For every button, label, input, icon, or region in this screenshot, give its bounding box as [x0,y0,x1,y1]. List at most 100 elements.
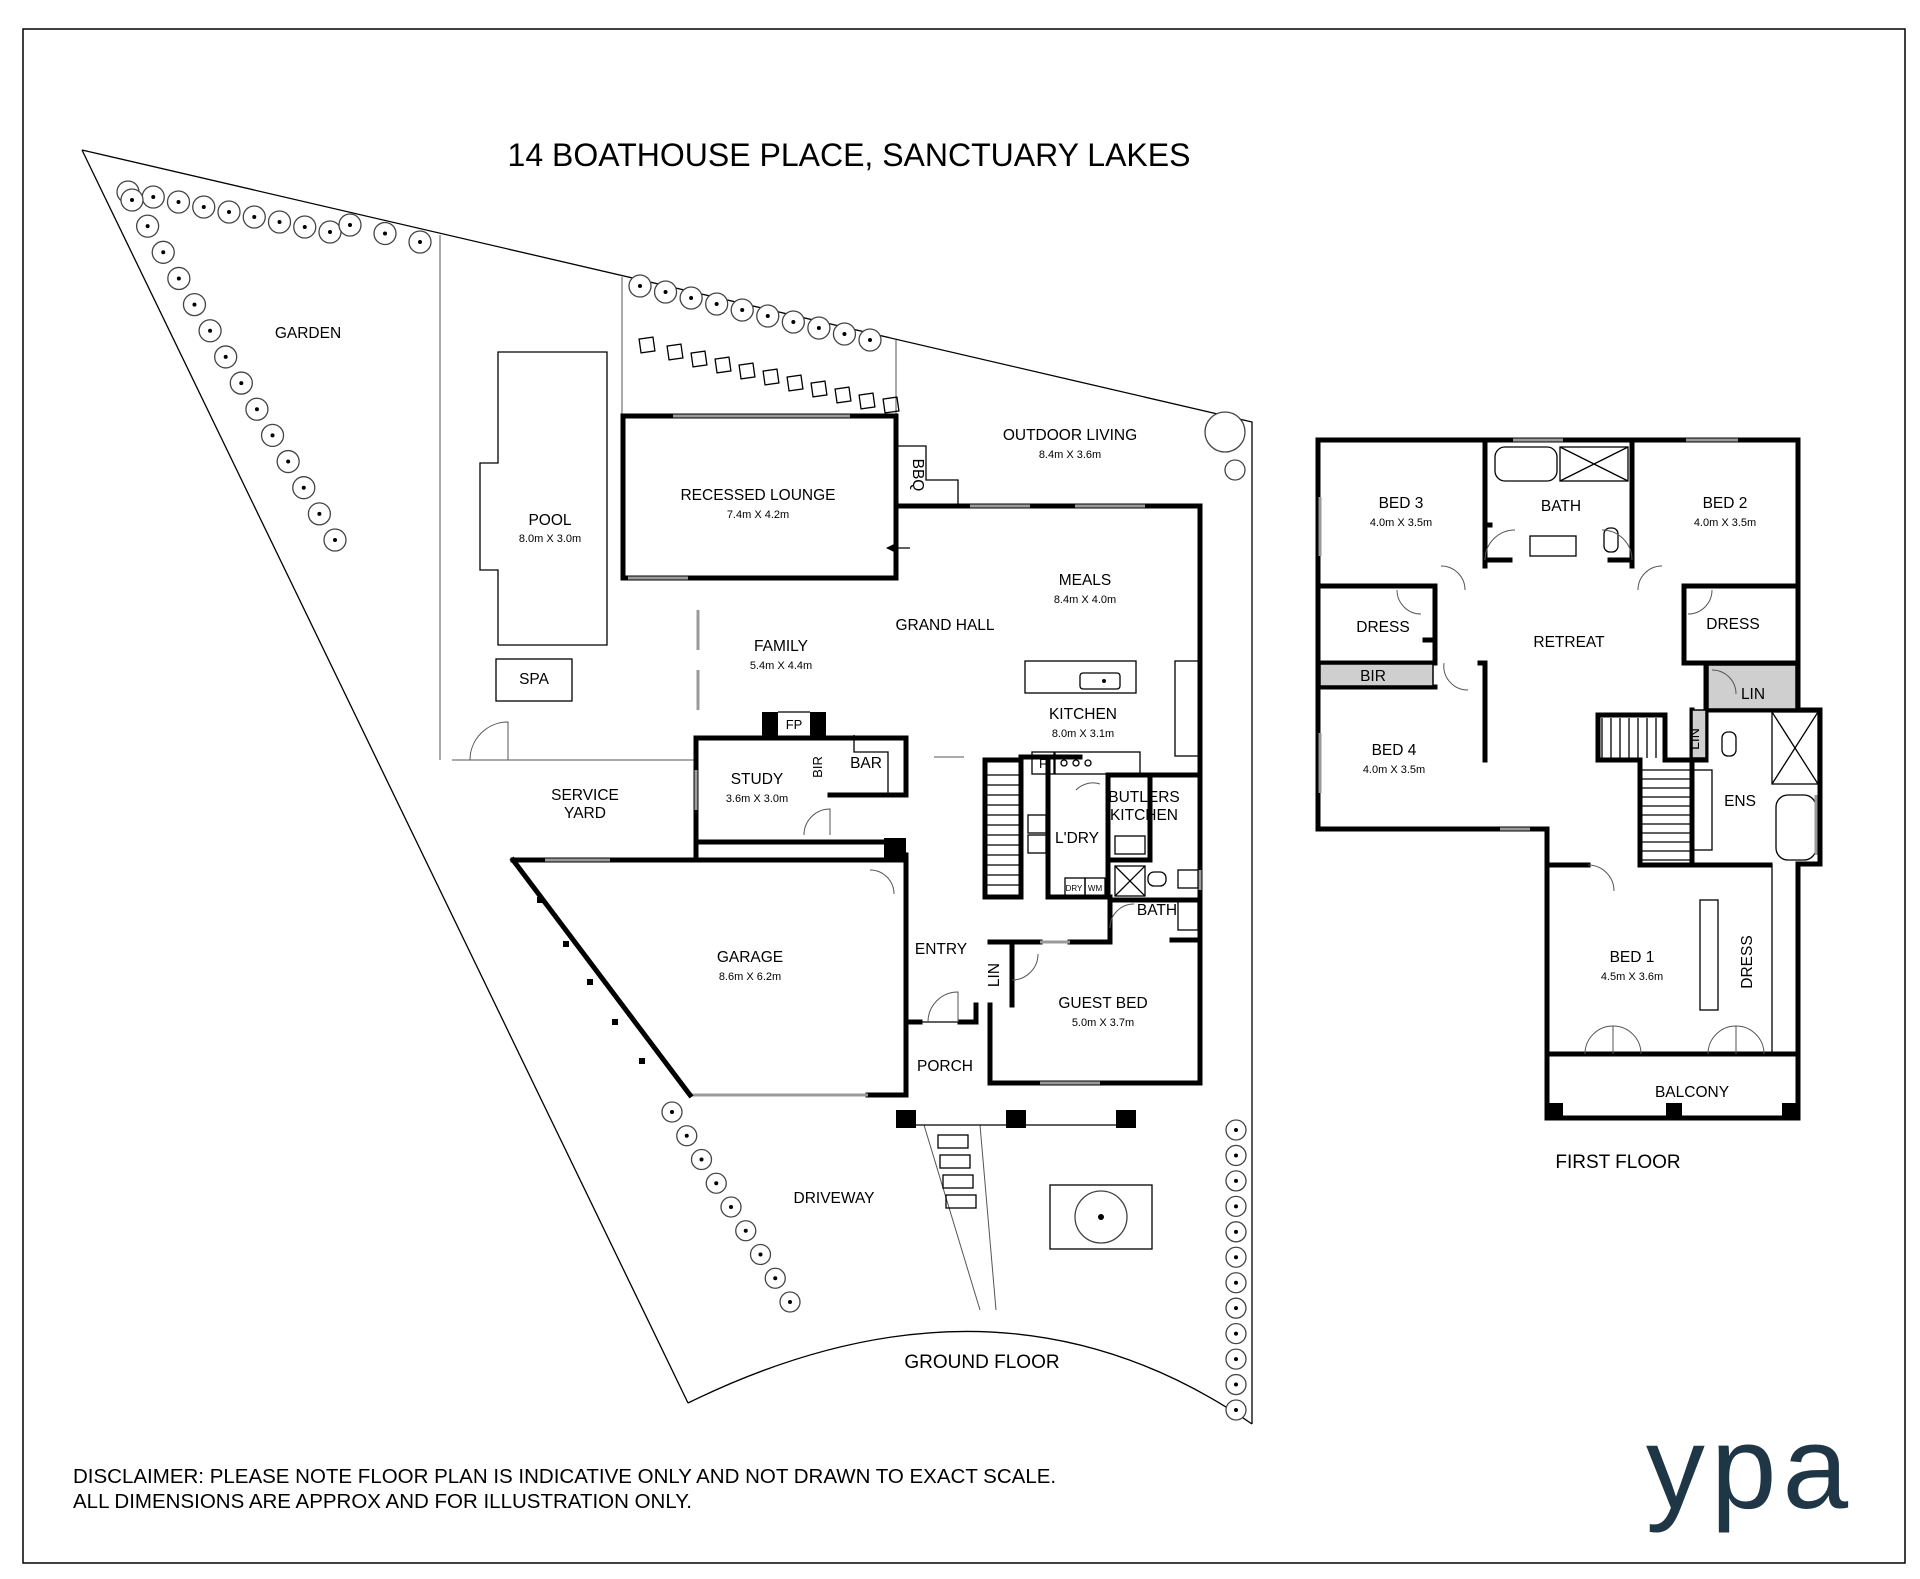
ypa-logo: ypa [1646,1402,1854,1534]
shrub [229,371,253,395]
shrub [628,274,652,298]
shrub [151,240,175,264]
entry-lin-label: LIN [986,963,1003,987]
stepping-stones [638,336,900,414]
shrub [135,214,160,238]
plan-title: 14 BOATHOUSE PLACE, SANCTUARY LAKES [508,137,1191,173]
paver [810,380,828,398]
pool: POOL 8.0m X 3.0m [479,351,608,646]
shrub [408,230,432,254]
shrub [735,1220,757,1242]
bed2-dim: 4.0m X 3.5m [1694,517,1756,529]
first-doors [1396,529,1773,1055]
service-label: SERVICE [551,787,619,804]
shrub [1225,1170,1247,1192]
washer-label: WM [1088,884,1103,893]
shrub [679,286,703,310]
shrub [245,397,269,421]
shrub [338,213,362,237]
shrub [858,328,882,352]
upper-bath-label: BATH [1541,498,1581,515]
ground-floor-walls [509,413,1203,1128]
driveway-features [937,411,1246,1250]
entry-label: ENTRY [915,941,967,958]
recessed-lounge-dim: 7.4m X 4.2m [727,509,789,521]
shrub [323,528,347,552]
spa-label: SPA [519,671,550,688]
ground-floor-label: GROUND FLOOR [904,1352,1059,1373]
shrub [690,1148,713,1171]
ground-labels: GARDEN RECESSED LOUNGE 7.4m X 4.2m BBQ O… [275,325,1180,1207]
garage-label: GARAGE [717,949,783,966]
first-floor-fixtures [1494,446,1819,1011]
porch-label: PORCH [917,1058,973,1075]
first-floor-label: FIRST FLOOR [1555,1152,1680,1173]
shrub [705,1172,727,1194]
shrub [198,319,222,343]
shrub [166,190,191,214]
paver [882,396,900,414]
bed1-label: BED 1 [1610,949,1655,966]
spa: SPA [495,658,573,702]
paver [638,336,656,354]
shrub [764,1267,786,1289]
paver [762,368,780,386]
shrub [653,280,678,304]
shrub [182,292,207,317]
bed1-dress-label: DRESS [1739,935,1756,988]
driveway-label: DRIVEWAY [794,1190,875,1207]
dress-left-label: DRESS [1356,619,1409,636]
paver [858,392,876,410]
paver [714,356,732,374]
guest-bed-dim: 5.0m X 3.7m [1072,1017,1134,1029]
shrub [1225,1246,1247,1268]
shrub [276,449,300,474]
shrub [1225,1272,1247,1294]
site-boundary [81,149,1253,1425]
shrub [1225,1348,1247,1370]
pool-label: POOL [528,512,571,529]
shrub [267,210,292,234]
yard-label: YARD [564,805,606,822]
meals-dim: 8.4m X 4.0m [1054,594,1116,606]
shrub [756,304,780,328]
retreat-label: RETREAT [1533,634,1605,651]
shrub [1225,1144,1247,1167]
balcony-label: BALCONY [1655,1084,1729,1101]
first-floor-walls [1315,437,1823,1121]
shrub [1225,1399,1247,1421]
disclaimer-line-1: DISCLAIMER: PLEASE NOTE FLOOR PLAN IS IN… [73,1465,1056,1488]
first-windows [1318,438,1818,855]
shrub [705,292,729,316]
dryer-label: DRY [1066,884,1083,893]
shrub [779,1291,801,1313]
shrub [1225,1373,1247,1396]
bed4-label: BED 4 [1372,742,1417,759]
shrub [192,195,216,219]
shrub [292,476,316,500]
shrub [781,310,805,334]
shrub [242,205,266,229]
family-dim: 5.4m X 4.4m [750,660,812,672]
bed1-dim: 4.5m X 3.6m [1601,971,1663,983]
shrub [307,502,332,526]
shrub [749,1243,772,1266]
shrub [661,1101,683,1123]
ground-bath-label: BATH [1137,902,1177,919]
shrub [141,185,165,209]
grand-hall-label: GRAND HALL [895,617,994,634]
study-bir-label: BIR [810,756,825,778]
butlers-kitchen-label: KITCHEN [1110,807,1178,824]
kitchen-fixtures [987,660,1201,931]
shrub [720,1196,742,1218]
lin-top-label: LIN [1741,686,1765,703]
shrub [832,322,857,346]
shrub [676,1125,698,1147]
guest-bed-label: GUEST BED [1058,995,1147,1012]
fp-label: FP [786,717,803,732]
shrub [260,423,285,448]
pool-dim: 8.0m X 3.0m [519,533,581,545]
garage-dim: 8.6m X 6.2m [719,971,781,983]
outdoor-living-label: OUTDOOR LIVING [1003,427,1137,444]
